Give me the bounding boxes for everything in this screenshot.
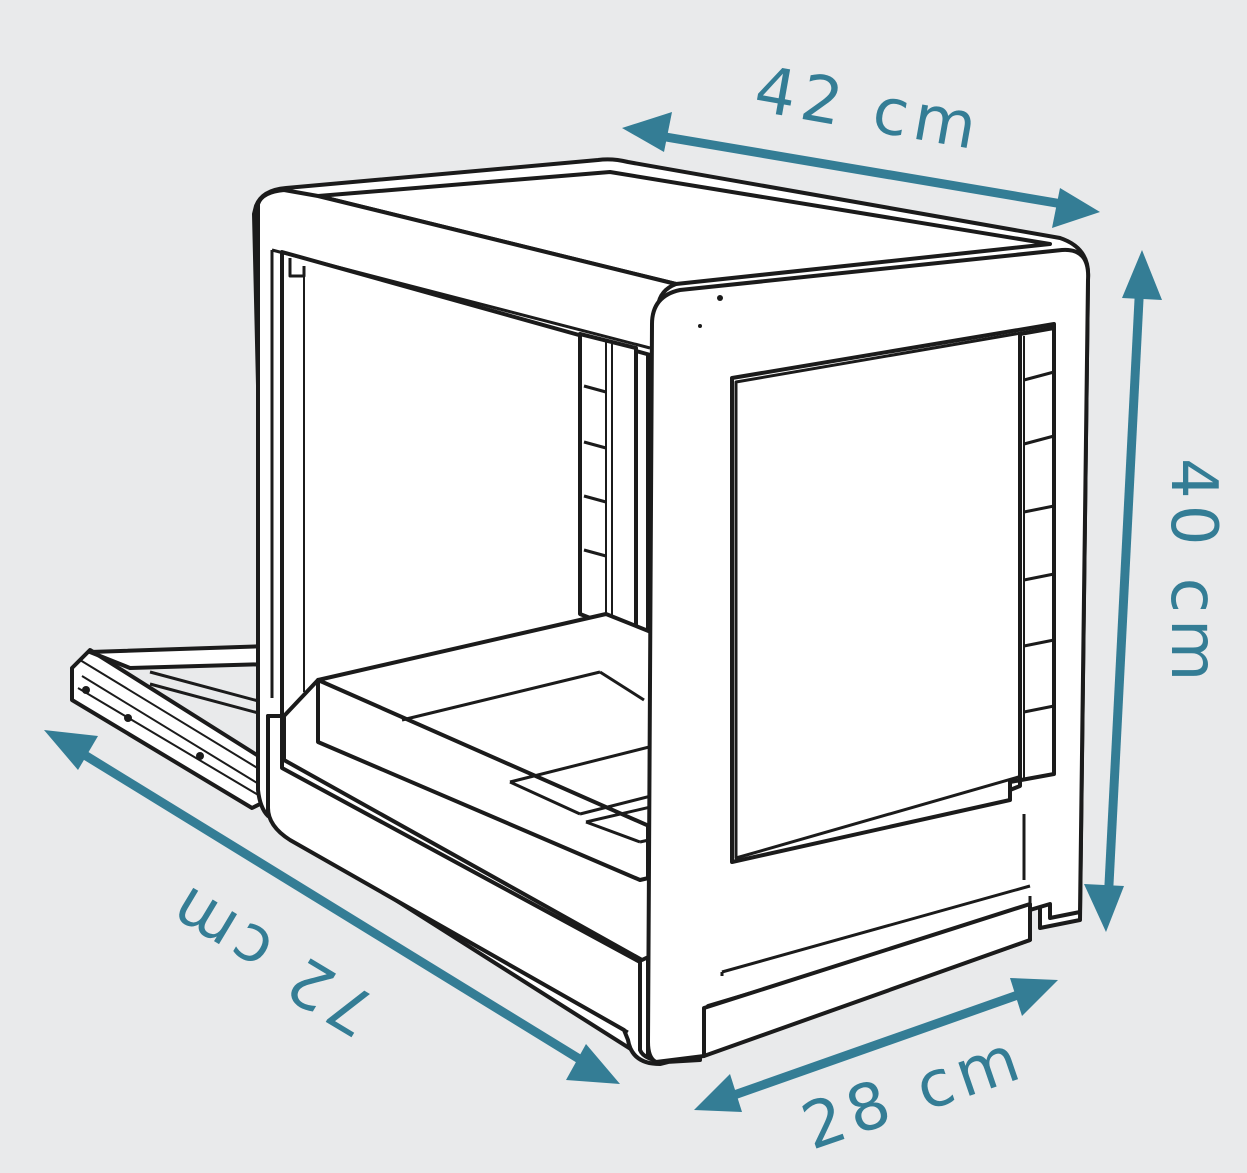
side-rack bbox=[1008, 326, 1056, 792]
width-label: 42 cm bbox=[749, 53, 988, 166]
depth-label: 28 cm bbox=[793, 1021, 1034, 1166]
height-arrow bbox=[1084, 250, 1162, 932]
plinth bbox=[702, 902, 1032, 1058]
width-arrow bbox=[622, 112, 1100, 228]
length-arrow bbox=[44, 730, 620, 1084]
depth-arrow bbox=[694, 978, 1058, 1112]
runner-rail bbox=[70, 644, 272, 810]
rear-rack bbox=[578, 332, 638, 638]
length-label: 72 cm bbox=[154, 868, 389, 1050]
right-front-frame bbox=[646, 247, 1091, 1064]
height-label: 40 cm bbox=[1156, 458, 1230, 687]
